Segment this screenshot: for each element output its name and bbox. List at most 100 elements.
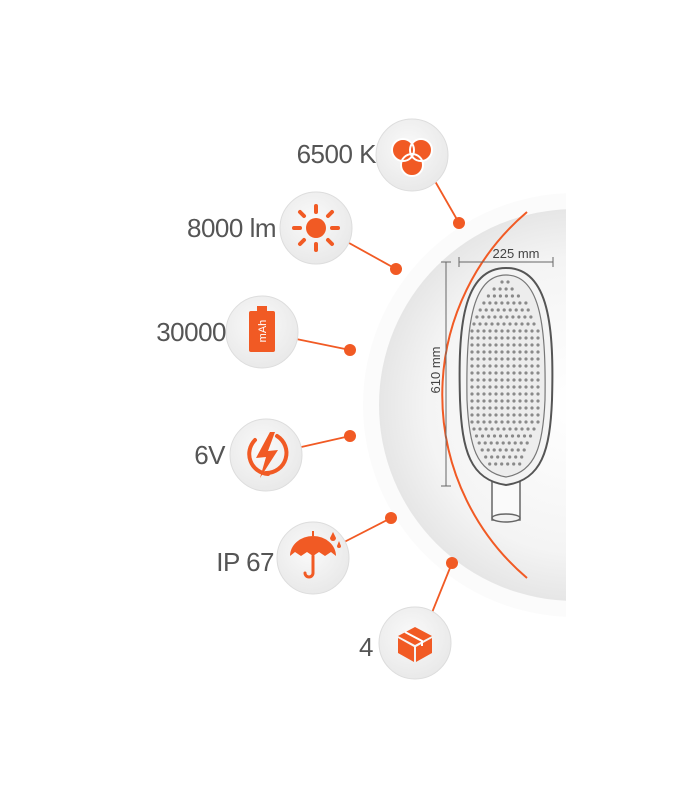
led-dot xyxy=(530,420,534,424)
led-dot xyxy=(476,371,480,375)
led-dot xyxy=(488,329,492,333)
led-dot xyxy=(524,343,528,347)
led-dot xyxy=(486,448,490,452)
led-dot xyxy=(488,301,492,305)
led-dot xyxy=(495,441,499,445)
led-dot xyxy=(472,322,476,326)
led-dot xyxy=(504,294,508,298)
led-dot xyxy=(506,371,510,375)
led-dot xyxy=(484,322,488,326)
led-dot xyxy=(536,406,540,410)
led-dot xyxy=(480,434,485,438)
led-dot xyxy=(506,343,510,347)
led-dot xyxy=(536,392,540,396)
led-dot xyxy=(518,350,522,354)
lamp-height-label: 610 mm xyxy=(428,347,443,394)
spec-label-ip-rating: IP 67 xyxy=(216,547,274,577)
led-dot xyxy=(512,371,516,375)
led-dot xyxy=(498,294,502,298)
led-dot xyxy=(529,315,533,319)
led-dot xyxy=(512,329,516,333)
led-dot xyxy=(506,392,510,396)
led-dot xyxy=(524,399,528,403)
led-dot xyxy=(492,294,496,298)
led-dot xyxy=(512,350,516,354)
led-dot xyxy=(500,406,504,410)
led-dot xyxy=(530,378,534,382)
led-dot xyxy=(506,329,510,333)
led-dot xyxy=(514,427,518,431)
led-dot xyxy=(506,336,510,340)
led-dot xyxy=(470,371,474,375)
led-dot xyxy=(524,357,528,361)
led-dot xyxy=(501,441,505,445)
led-dot xyxy=(500,350,504,354)
led-dot xyxy=(530,371,534,375)
led-dot xyxy=(494,385,498,389)
led-dot xyxy=(512,364,516,368)
led-dot xyxy=(482,392,486,396)
led-dot xyxy=(500,420,504,424)
led-dot xyxy=(508,322,512,326)
led-dot xyxy=(520,322,524,326)
led-dot xyxy=(518,378,522,382)
led-dot xyxy=(490,427,494,431)
led-dot xyxy=(470,357,474,361)
led-dot xyxy=(488,350,492,354)
led-dot xyxy=(536,364,540,368)
led-dot xyxy=(488,357,492,361)
led-dot xyxy=(530,350,534,354)
led-dot xyxy=(522,448,526,452)
spec-label-color-temperature: 6500 K xyxy=(296,139,377,169)
led-dot xyxy=(500,378,504,382)
led-dot xyxy=(518,406,522,410)
led-dot xyxy=(526,322,530,326)
led-dot xyxy=(481,315,485,319)
led-dot xyxy=(536,399,540,403)
led-dot xyxy=(494,406,498,410)
led-dot xyxy=(494,462,498,466)
led-dot xyxy=(524,385,528,389)
spec-label-package-quantity: 4 xyxy=(359,632,373,662)
led-dot xyxy=(525,441,529,445)
led-dot xyxy=(488,406,492,410)
led-dot xyxy=(494,364,498,368)
led-dot xyxy=(513,441,517,445)
led-dot xyxy=(500,357,504,361)
led-dot xyxy=(518,336,522,340)
led-dot xyxy=(523,315,527,319)
led-dot xyxy=(511,315,515,319)
led-dot xyxy=(506,350,510,354)
led-dot xyxy=(506,385,510,389)
led-dot xyxy=(482,336,486,340)
led-dot xyxy=(506,420,510,424)
led-dot xyxy=(518,385,522,389)
spec-label-battery-capacity: 30000 xyxy=(156,317,226,347)
led-dot xyxy=(484,427,488,431)
led-dot xyxy=(530,329,534,333)
led-dot xyxy=(536,385,540,389)
led-dot xyxy=(504,434,509,438)
led-dot xyxy=(489,441,493,445)
led-dot xyxy=(488,385,492,389)
led-dot xyxy=(500,462,504,466)
led-dot xyxy=(522,434,527,438)
led-dot xyxy=(530,364,534,368)
led-dot xyxy=(536,371,540,375)
led-dot xyxy=(496,427,500,431)
led-dot xyxy=(476,350,480,354)
led-dot xyxy=(494,336,498,340)
led-dot xyxy=(536,378,540,382)
color-temperature-icon xyxy=(391,138,433,177)
led-dot xyxy=(516,448,520,452)
led-dot xyxy=(524,378,528,382)
led-dot xyxy=(500,392,504,396)
led-dot xyxy=(524,420,528,424)
led-dot xyxy=(470,343,474,347)
led-dot xyxy=(518,399,522,403)
led-dot xyxy=(526,308,530,312)
led-dot xyxy=(530,343,534,347)
spec-label-voltage: 6V xyxy=(194,440,225,470)
led-dot xyxy=(506,378,510,382)
led-dot xyxy=(502,455,506,459)
